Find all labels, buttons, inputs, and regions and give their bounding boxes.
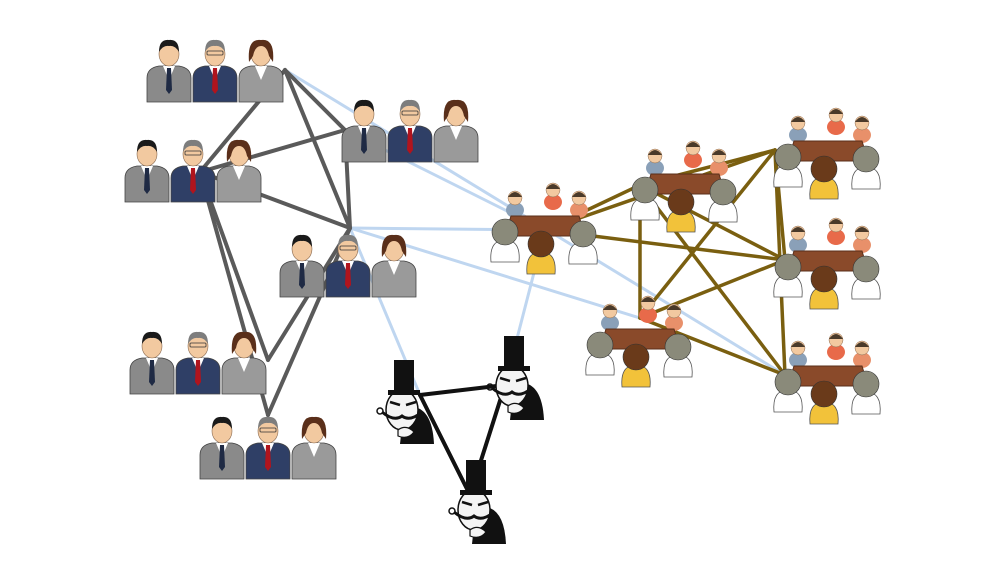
meeting-table-icon (585, 295, 693, 388)
meeting-table-icon (630, 140, 738, 233)
edge-mtg4-mtg6 (638, 316, 787, 377)
edge-vil1-vil2 (418, 383, 507, 397)
top-hat-villain-icon (376, 360, 434, 444)
edge-mtg2-mtg6 (638, 183, 787, 377)
meeting-table-icon (773, 332, 881, 425)
edge-mtg3-mtg5 (773, 148, 787, 262)
three-business-people-icon (124, 139, 262, 203)
three-business-people-icon (279, 234, 417, 298)
edge-vil1-vil3 (418, 393, 472, 497)
edge-mtg4-mtg5 (638, 258, 787, 320)
top-hat-villain-icon (448, 460, 506, 544)
edge-mtg2-mtg5 (638, 183, 787, 262)
edge-biz2-biz3 (198, 128, 347, 174)
meeting-table-icon (490, 182, 598, 275)
three-business-people-icon (129, 331, 267, 395)
meeting-table-icon (773, 107, 881, 200)
three-business-people-icon (341, 99, 479, 163)
three-business-people-icon (146, 39, 284, 103)
edge-biz4-biz6 (266, 226, 352, 417)
edge-biz1-biz4 (283, 68, 352, 230)
edge-biz1-biz3 (283, 68, 347, 132)
edge-biz2-biz5 (198, 170, 270, 362)
three-business-people-icon (199, 416, 337, 480)
top-hat-villain-icon (486, 336, 544, 420)
meeting-table-icon (773, 217, 881, 310)
node-layer (124, 39, 881, 544)
edge-mtg3-mtg4 (638, 148, 777, 320)
